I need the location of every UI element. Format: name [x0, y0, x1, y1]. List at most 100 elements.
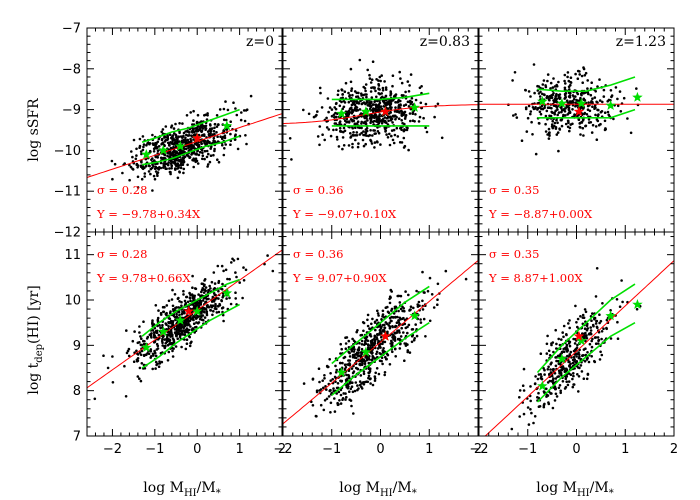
- data-point: [134, 157, 138, 161]
- data-point: [338, 120, 342, 123]
- data-point: [242, 109, 246, 112]
- data-point: [404, 90, 407, 94]
- data-point: [208, 284, 211, 288]
- data-point: [341, 136, 345, 139]
- data-point: [189, 341, 192, 345]
- data-point: [367, 357, 370, 361]
- data-point: [244, 109, 248, 112]
- data-point: [212, 300, 216, 303]
- data-point: [391, 316, 395, 319]
- data-point: [391, 138, 395, 142]
- data-point: [142, 353, 146, 357]
- data-point: [599, 110, 603, 114]
- data-point: [404, 344, 408, 347]
- data-point: [629, 131, 633, 135]
- data-point: [553, 121, 557, 125]
- data-point: [560, 124, 564, 128]
- median-star-green: [537, 95, 548, 106]
- data-point: [185, 318, 188, 322]
- data-point: [580, 93, 583, 97]
- data-point: [311, 378, 315, 381]
- data-point: [335, 386, 339, 390]
- data-point: [359, 374, 363, 377]
- data-point: [414, 113, 417, 116]
- data-point: [557, 369, 561, 373]
- data-point: [389, 100, 393, 103]
- data-point: [245, 142, 248, 146]
- data-point: [339, 388, 343, 392]
- percentile-upper-line: [536, 283, 636, 374]
- median-star-green: [632, 299, 643, 309]
- data-point: [351, 101, 355, 105]
- data-point: [399, 342, 402, 346]
- fit-annotation: Y = 9.78+0.66X: [96, 271, 191, 285]
- data-point: [357, 387, 360, 390]
- data-point: [440, 136, 444, 140]
- median-star-red: [573, 330, 585, 341]
- data-point: [553, 399, 557, 402]
- data-point: [206, 130, 210, 133]
- data-point: [336, 401, 339, 405]
- median-star-red: [192, 132, 203, 143]
- data-point: [171, 349, 174, 353]
- data-point: [362, 321, 366, 325]
- data-point: [167, 317, 171, 320]
- data-point: [575, 321, 578, 324]
- data-point: [419, 321, 423, 324]
- data-point: [584, 71, 588, 75]
- data-point: [590, 339, 593, 343]
- data-point: [376, 347, 380, 350]
- data-point: [381, 342, 384, 346]
- x-tick-label: 1: [621, 442, 629, 457]
- data-point: [234, 129, 238, 132]
- data-point: [152, 150, 156, 153]
- data-point: [582, 377, 586, 381]
- data-point: [394, 316, 397, 319]
- data-point: [534, 152, 538, 156]
- data-point: [288, 137, 292, 140]
- data-point: [436, 303, 439, 307]
- data-point: [551, 119, 554, 123]
- data-point: [348, 359, 352, 362]
- data-point: [341, 93, 344, 96]
- fit-line: [484, 260, 674, 436]
- data-point: [389, 288, 393, 292]
- data-point: [365, 93, 368, 96]
- data-point: [568, 111, 572, 114]
- data-point: [598, 78, 601, 81]
- data-point: [373, 341, 377, 345]
- data-point: [421, 299, 424, 303]
- data-point: [563, 73, 567, 77]
- data-point: [204, 286, 208, 289]
- data-point: [135, 358, 139, 362]
- data-point: [410, 97, 414, 100]
- data-point: [377, 84, 381, 87]
- data-point: [390, 106, 393, 109]
- data-point: [151, 133, 154, 137]
- data-point: [204, 124, 208, 128]
- data-point: [384, 88, 388, 91]
- data-point: [369, 129, 372, 132]
- data-point: [388, 316, 392, 320]
- data-point: [370, 78, 374, 81]
- data-point: [616, 337, 620, 341]
- data-point: [367, 134, 370, 138]
- percentile-lower-line: [537, 108, 636, 119]
- data-point: [380, 92, 384, 95]
- data-point: [351, 108, 354, 112]
- data-point: [154, 354, 158, 358]
- data-point: [196, 315, 200, 319]
- data-point: [548, 95, 552, 98]
- data-point: [562, 335, 565, 339]
- data-point: [540, 377, 544, 381]
- data-point: [325, 364, 329, 368]
- data-point: [384, 101, 388, 105]
- data-point: [242, 266, 245, 269]
- data-point: [554, 95, 557, 99]
- data-point: [357, 142, 360, 145]
- data-point: [199, 299, 202, 303]
- data-point: [239, 118, 243, 122]
- data-point: [406, 80, 410, 83]
- data-point: [594, 113, 597, 117]
- data-point: [402, 316, 405, 320]
